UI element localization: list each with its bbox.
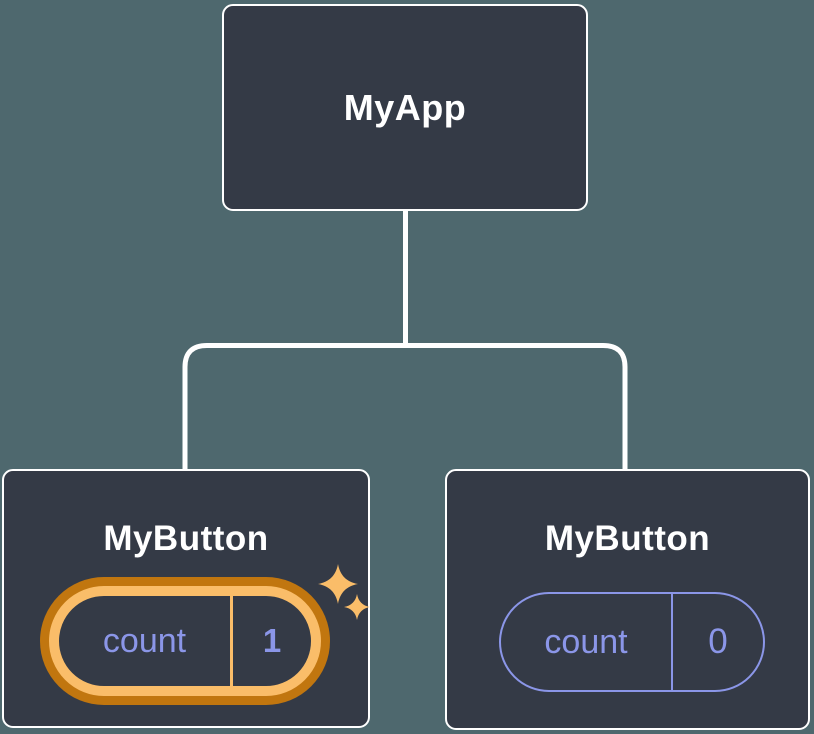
state-label: count xyxy=(544,622,628,661)
state-value: 1 xyxy=(262,622,282,659)
tree-node-child-left: MyButton count 1 xyxy=(2,469,370,728)
pill-divider xyxy=(230,596,233,686)
state-pill-highlighted: count 1 xyxy=(49,586,321,696)
sparkle-icon xyxy=(318,564,358,604)
sparkle-icon xyxy=(344,594,370,620)
tree-node-child-right: MyButton count 0 xyxy=(445,469,810,730)
pill-divider xyxy=(671,594,673,690)
node-title: MyButton xyxy=(103,519,269,558)
node-title: MyApp xyxy=(343,86,467,128)
state-pill: count 0 xyxy=(499,592,765,692)
tree-node-root: MyApp xyxy=(222,4,588,211)
node-title: MyButton xyxy=(544,519,711,558)
connector-branch xyxy=(182,343,628,470)
state-label: count xyxy=(102,621,187,660)
state-value: 0 xyxy=(708,622,728,661)
